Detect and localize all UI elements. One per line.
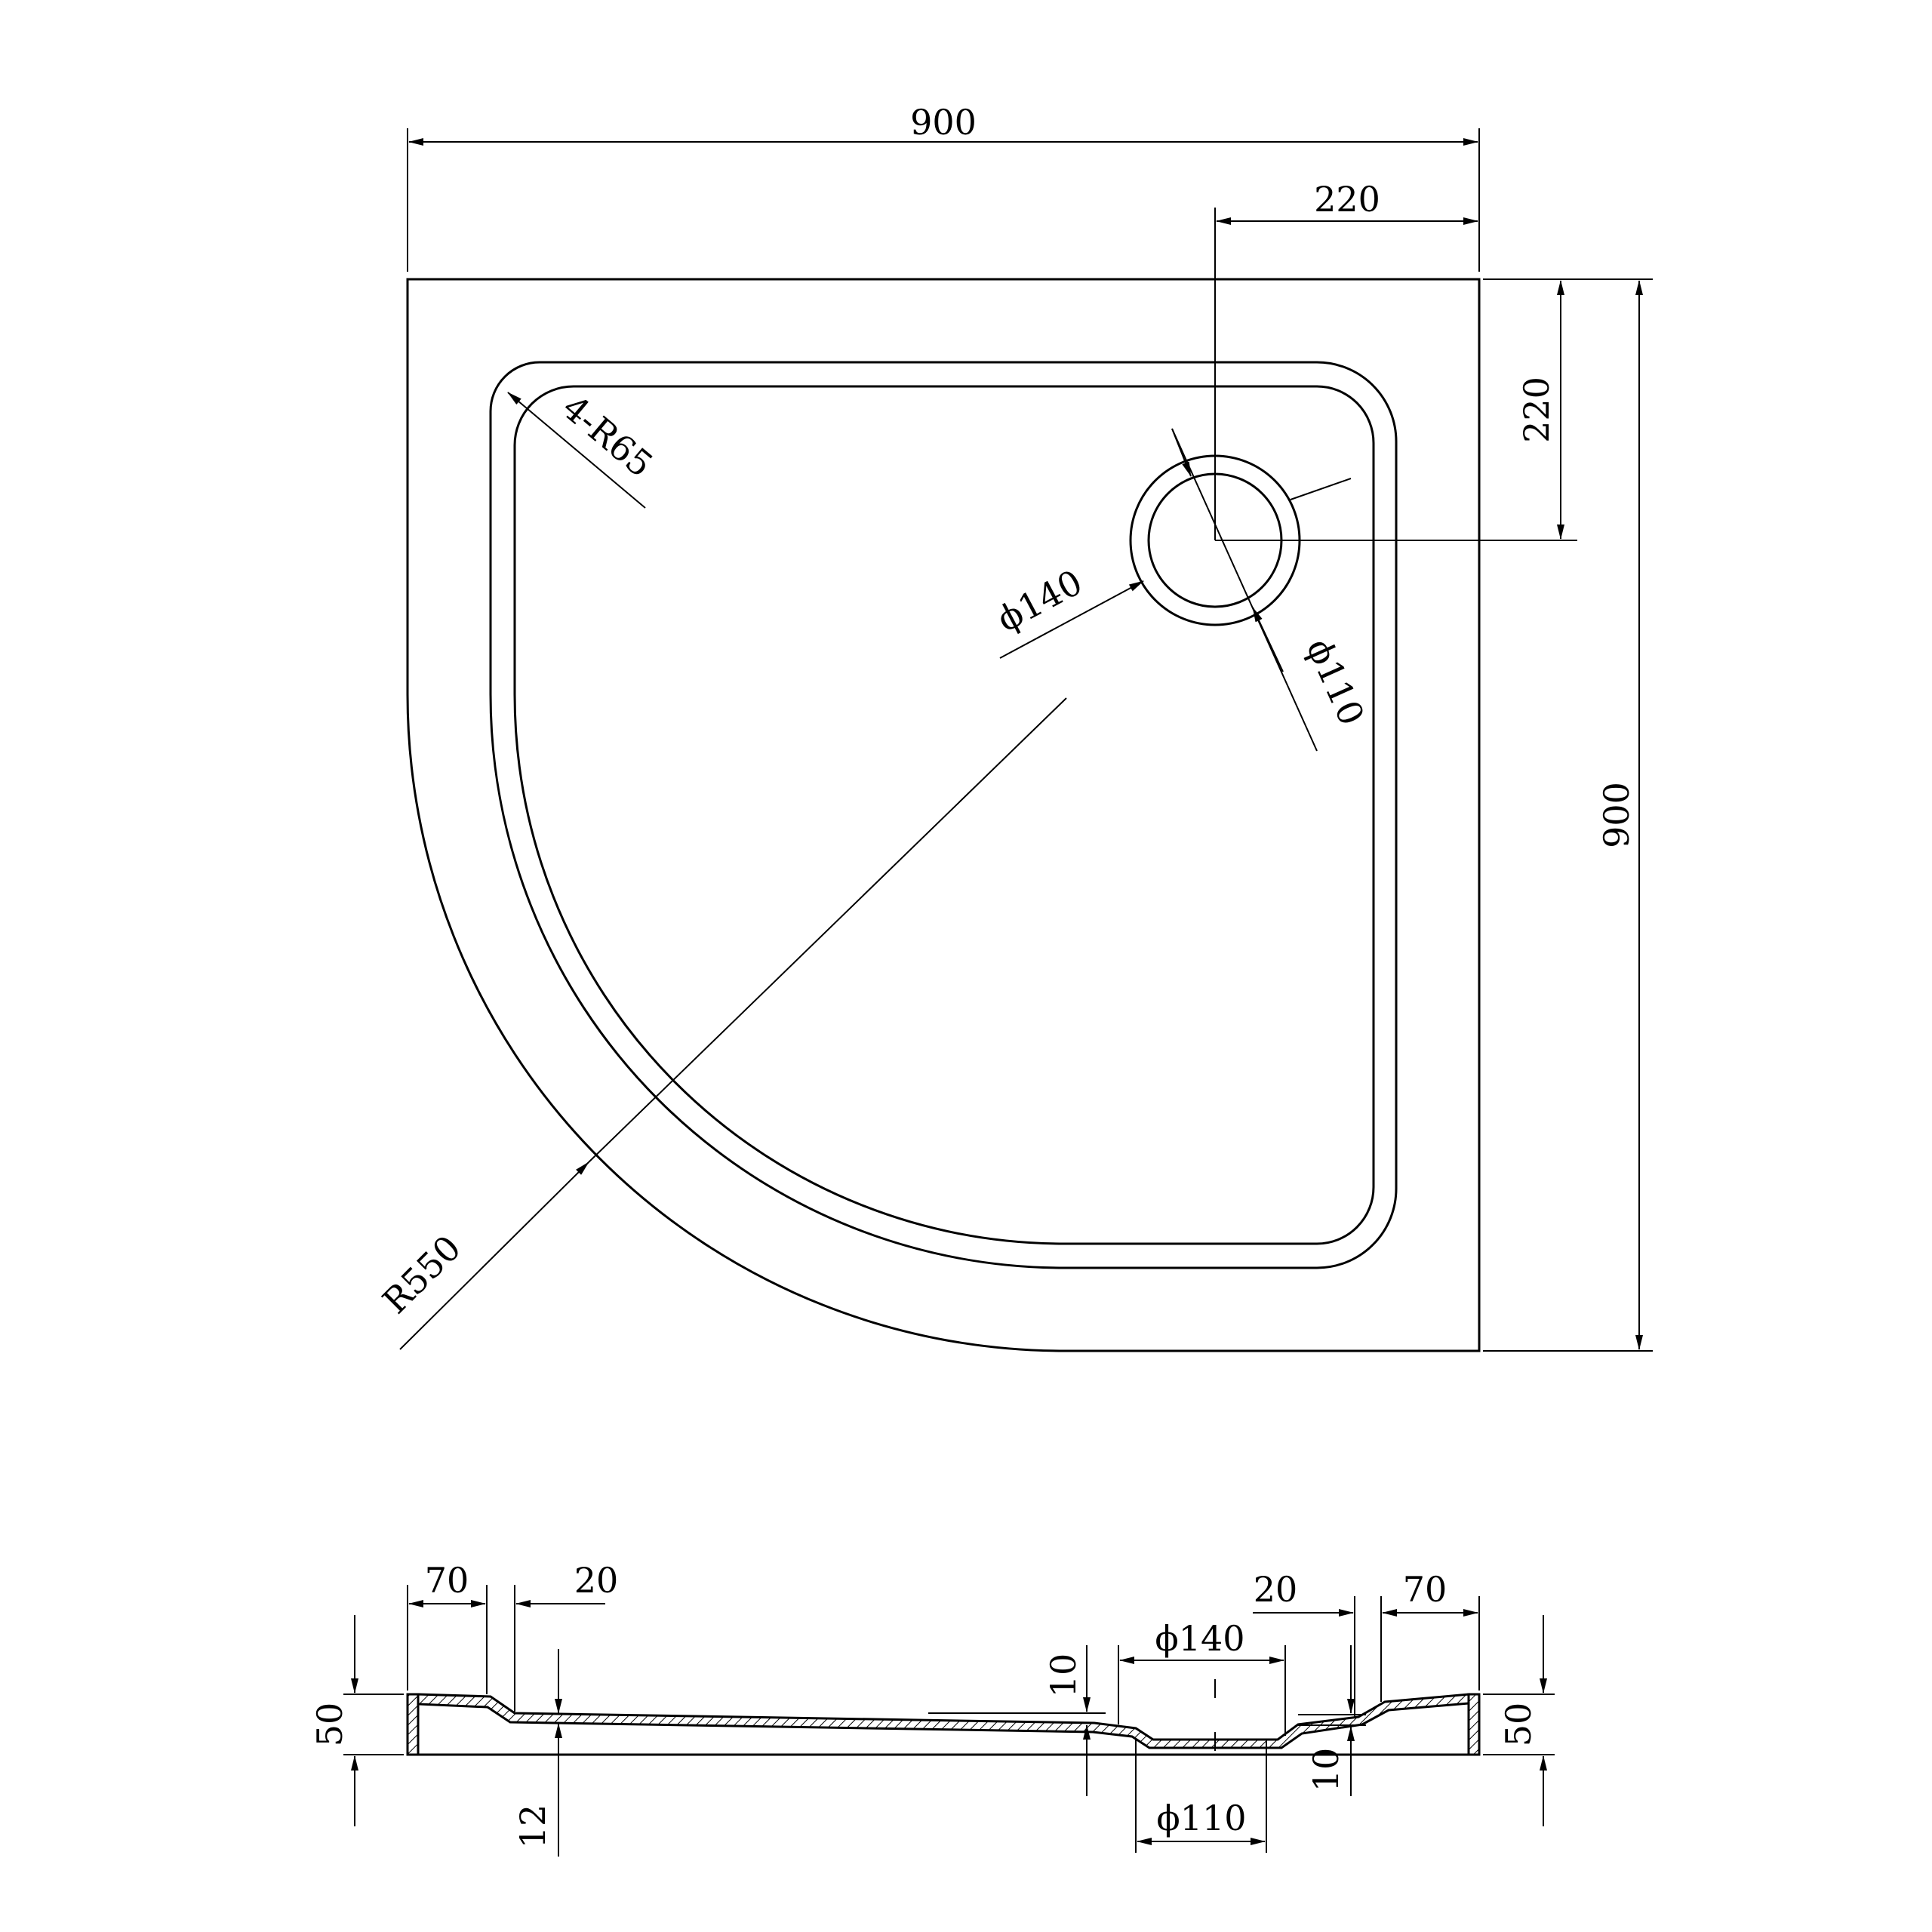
height-label: 900 xyxy=(1596,782,1637,848)
plan-view: 900 220 220 900 4-R65 ϕ140 ϕ110 R550 xyxy=(374,102,1653,1352)
arc-radius-leader xyxy=(399,1161,589,1350)
section-view: 50 50 70 20 12 10 ϕ140 ϕ110 xyxy=(309,1560,1555,1857)
drain-inner-diameter-label: ϕ110 xyxy=(1299,632,1373,731)
drain-inner-diameter-arrow-bottom xyxy=(1252,607,1284,672)
right-height-label: 50 xyxy=(1498,1703,1539,1747)
drain-offset-x-label: 220 xyxy=(1314,179,1380,220)
arc-radius-label: R550 xyxy=(374,1227,469,1321)
left-height-label: 50 xyxy=(309,1703,350,1747)
drain-inner-diameter-leader xyxy=(1171,428,1318,752)
drain-outer-diameter-label: ϕ140 xyxy=(990,561,1089,640)
right-slope-label: 20 xyxy=(1254,1569,1298,1610)
basin-edge xyxy=(513,385,1375,1245)
floor-thickness-label: 12 xyxy=(512,1804,553,1849)
right-rim-label: 70 xyxy=(1403,1569,1447,1610)
drain-offset-y-label: 220 xyxy=(1516,377,1557,443)
section-drain-inner-label: ϕ110 xyxy=(1156,1798,1246,1838)
section-drain-outer-label: ϕ140 xyxy=(1155,1618,1244,1659)
left-rim-label: 70 xyxy=(425,1560,469,1601)
drain-outer-diameter-leader xyxy=(999,580,1144,659)
corner-radius-label: 4-R65 xyxy=(555,387,660,485)
drain-inner-diameter-arrow-top xyxy=(1171,428,1192,477)
drop-left-label: 10 xyxy=(1043,1654,1084,1698)
rim-inner-edge xyxy=(489,361,1398,1269)
width-label: 900 xyxy=(910,102,977,143)
drop-right-label: 10 xyxy=(1306,1748,1346,1792)
drain-outer-diameter-line-far xyxy=(1290,478,1352,500)
tray-shell-profile xyxy=(417,1693,1470,1749)
tray-outline xyxy=(406,278,1481,1352)
arc-radius-line xyxy=(588,697,1067,1163)
left-slope-label: 20 xyxy=(574,1560,619,1601)
corner-radius-leader xyxy=(507,392,646,509)
left-wall xyxy=(406,1693,420,1756)
right-wall xyxy=(1467,1693,1481,1756)
